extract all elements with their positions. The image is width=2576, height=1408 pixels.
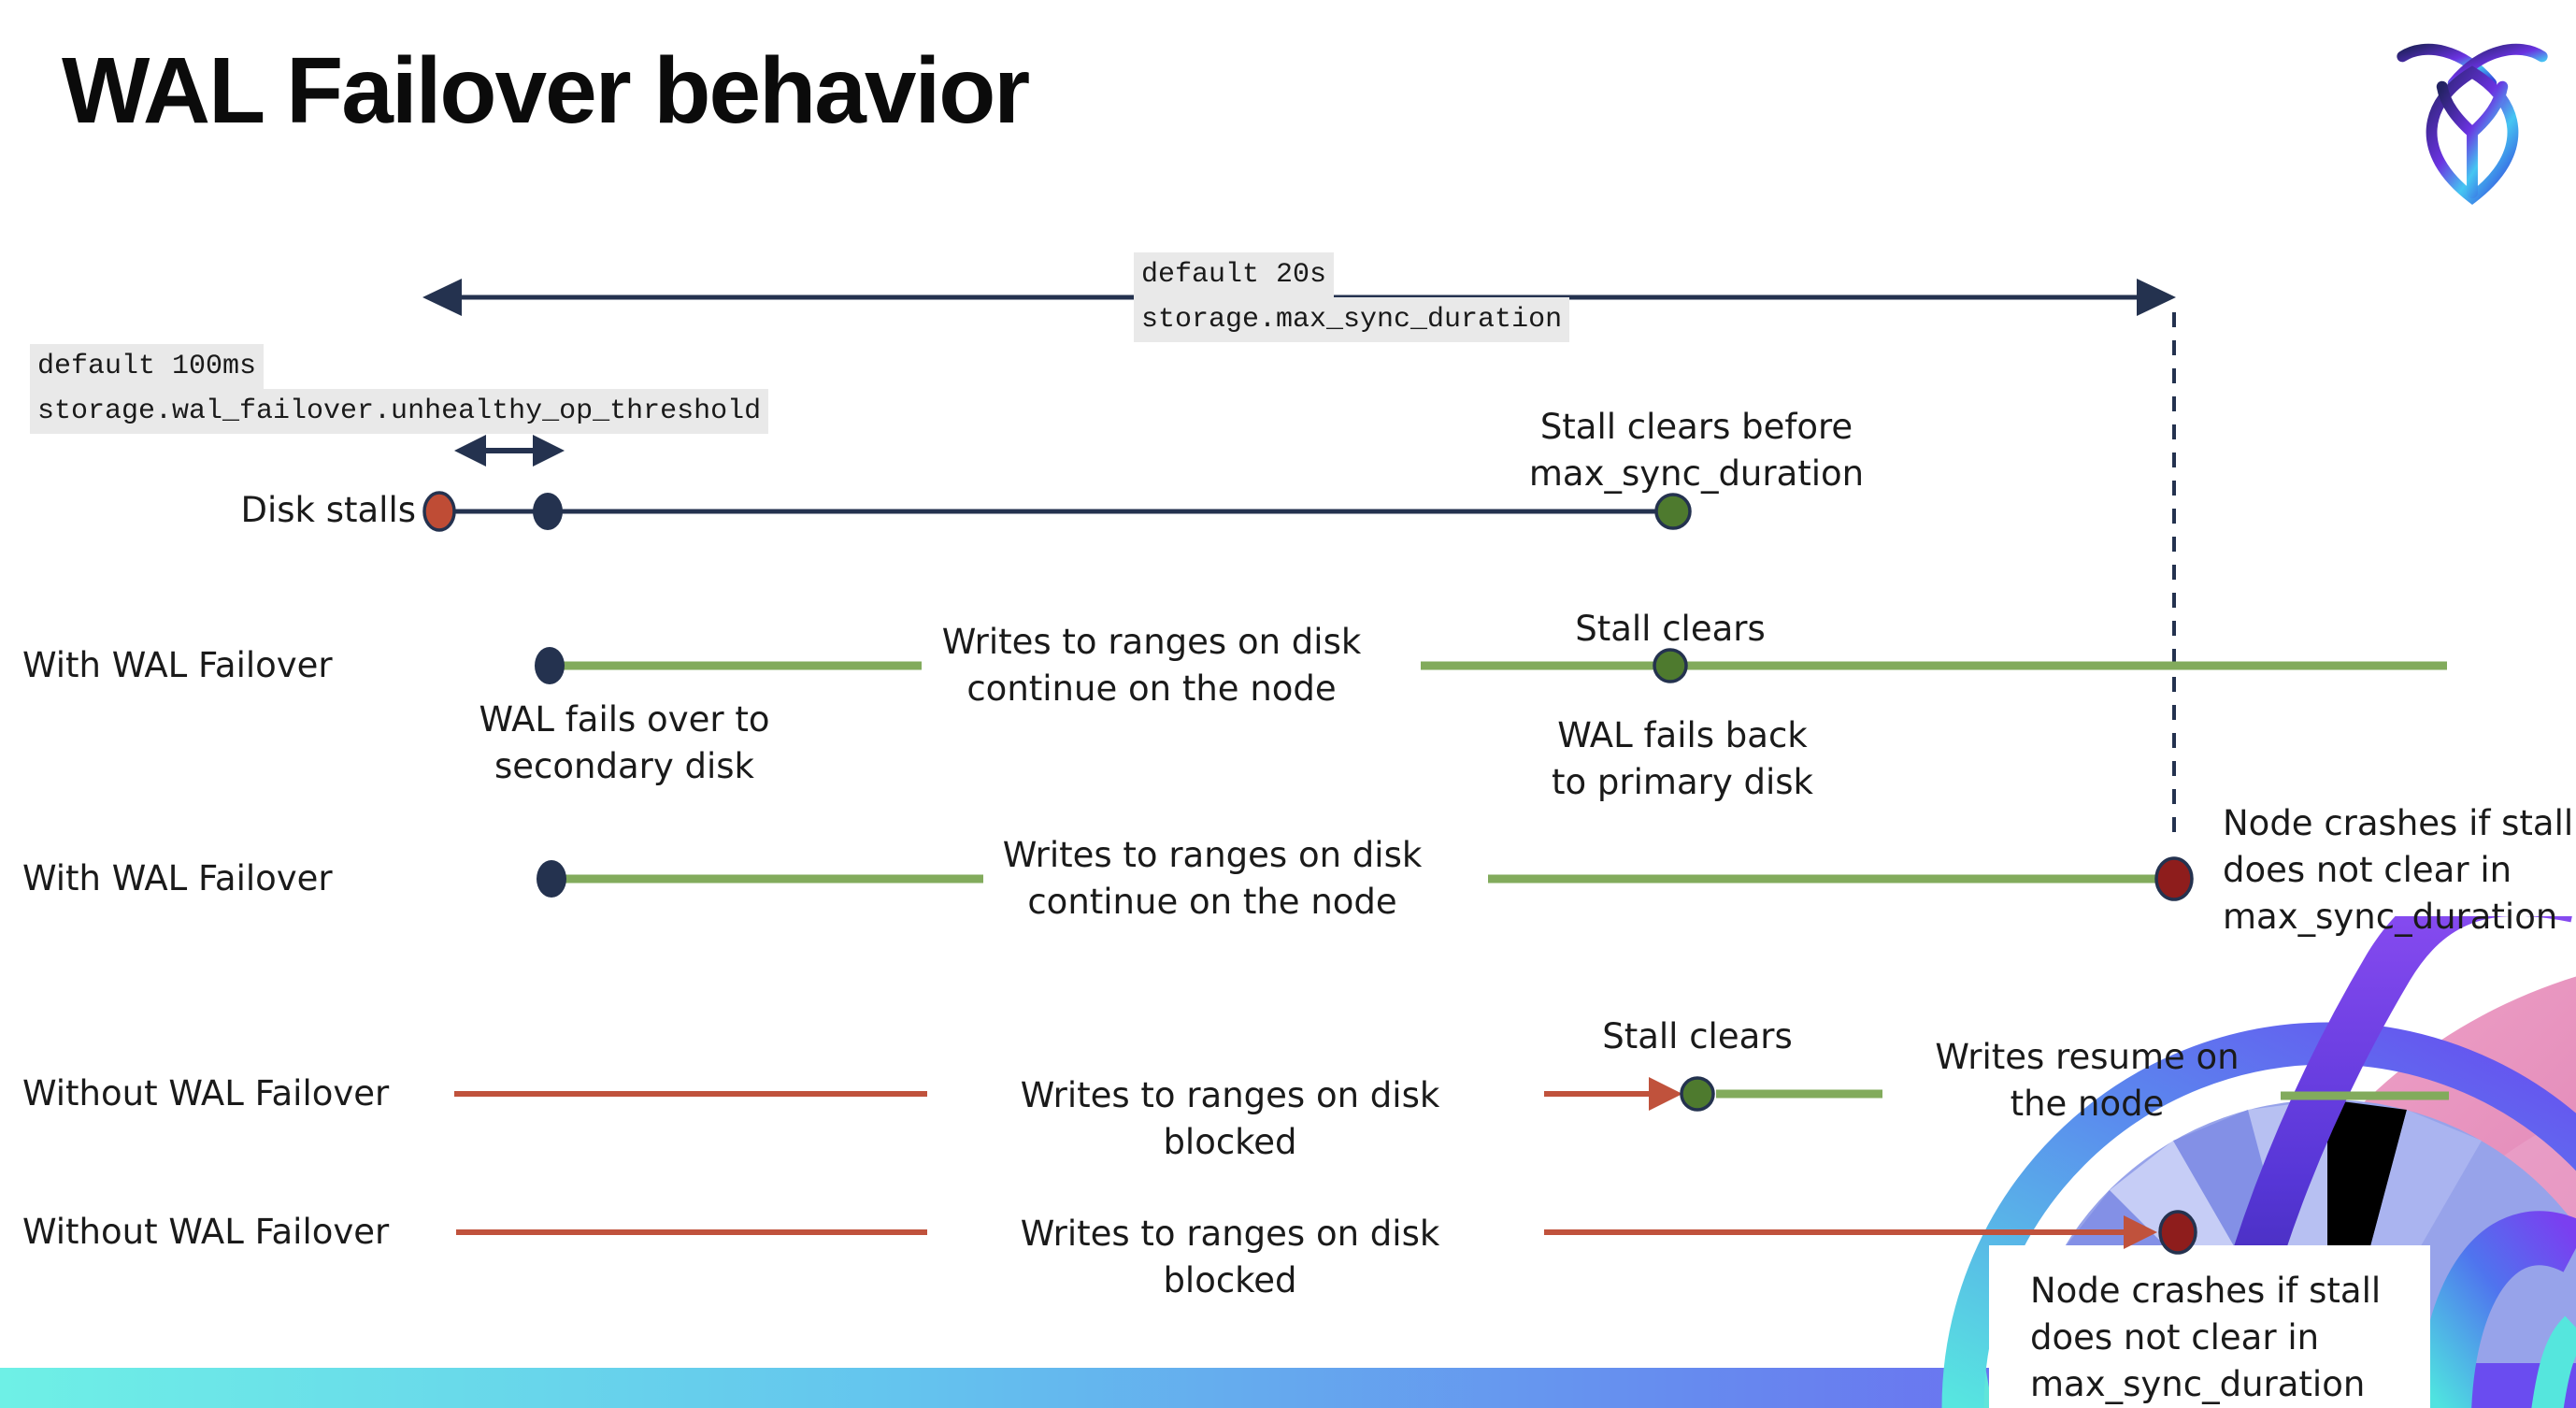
note-node-crashes-top: Node crashes if stall does not clear in … [2223, 803, 2574, 937]
page-title: WAL Failover behavior [62, 38, 1030, 143]
row1-stall-clears-dot [1654, 493, 1692, 530]
note-stall-clears-bottom: Stall clears [1602, 1016, 1793, 1056]
row1-label: Disk stalls [240, 490, 416, 530]
note-writes-blocked-2: Writes to ranges on disk blocked [1020, 1214, 1440, 1300]
threshold-arrowhead-left [454, 435, 486, 467]
note-wal-fails-back: WAL fails back to primary disk [1552, 715, 1813, 802]
row2-failover-dot [535, 647, 565, 684]
row5-label: Without WAL Failover [22, 1212, 390, 1252]
row3-crash-dot [2154, 856, 2194, 901]
note-wal-fails-over: WAL fails over to secondary disk [479, 699, 770, 786]
note-writes-continue-1: Writes to ranges on disk continue on the… [941, 622, 1362, 709]
row3-label: With WAL Failover [22, 858, 333, 898]
row4-stall-clears-dot [1680, 1076, 1715, 1112]
max-sync-arrowhead-right [2137, 279, 2176, 316]
badge-max-sync-duration: default 20s storage.max_sync_duration [1134, 252, 1570, 342]
note-stall-clears-before: Stall clears before max_sync_duration [1528, 407, 1865, 494]
note-writes-blocked-1: Writes to ranges on disk blocked [1020, 1075, 1440, 1162]
row1-threshold-dot [533, 493, 563, 530]
row3-failover-dot [537, 860, 566, 898]
note-node-crashes-bottom: Node crashes if stall does not clear in … [2030, 1271, 2382, 1404]
badge-unhealthy-line2: storage.wal_failover.unhealthy_op_thresh… [30, 389, 769, 434]
row2-stall-clears-dot [1653, 648, 1688, 683]
row4-label: Without WAL Failover [22, 1073, 390, 1113]
row2-label: With WAL Failover [22, 645, 333, 685]
row5-crash-dot [2158, 1210, 2197, 1255]
badge-max-sync-line2: storage.max_sync_duration [1134, 297, 1570, 342]
wicket-arch [2417, 1211, 2576, 1408]
badge-max-sync-line1: default 20s [1134, 252, 1335, 297]
note-box [1989, 1245, 2430, 1408]
note-writes-continue-2: Writes to ranges on disk continue on the… [1002, 835, 1423, 922]
badge-unhealthy-line1: default 100ms [30, 344, 265, 389]
max-sync-arrowhead-left [422, 279, 462, 316]
threshold-arrowhead-right [533, 435, 565, 467]
cockroachdb-logo-icon [2397, 43, 2548, 205]
badge-unhealthy-op-threshold: default 100ms storage.wal_failover.unhea… [30, 344, 769, 434]
note-writes-resume: Writes resume on the node [1935, 1037, 2240, 1124]
row5-red-arrowhead [2124, 1215, 2157, 1249]
row1-stall-start-dot [422, 491, 456, 532]
note-stall-clears-mid: Stall clears [1575, 609, 1766, 649]
cyan-arc [2531, 1315, 2576, 1408]
row4-red-arrowhead [1649, 1077, 1682, 1111]
